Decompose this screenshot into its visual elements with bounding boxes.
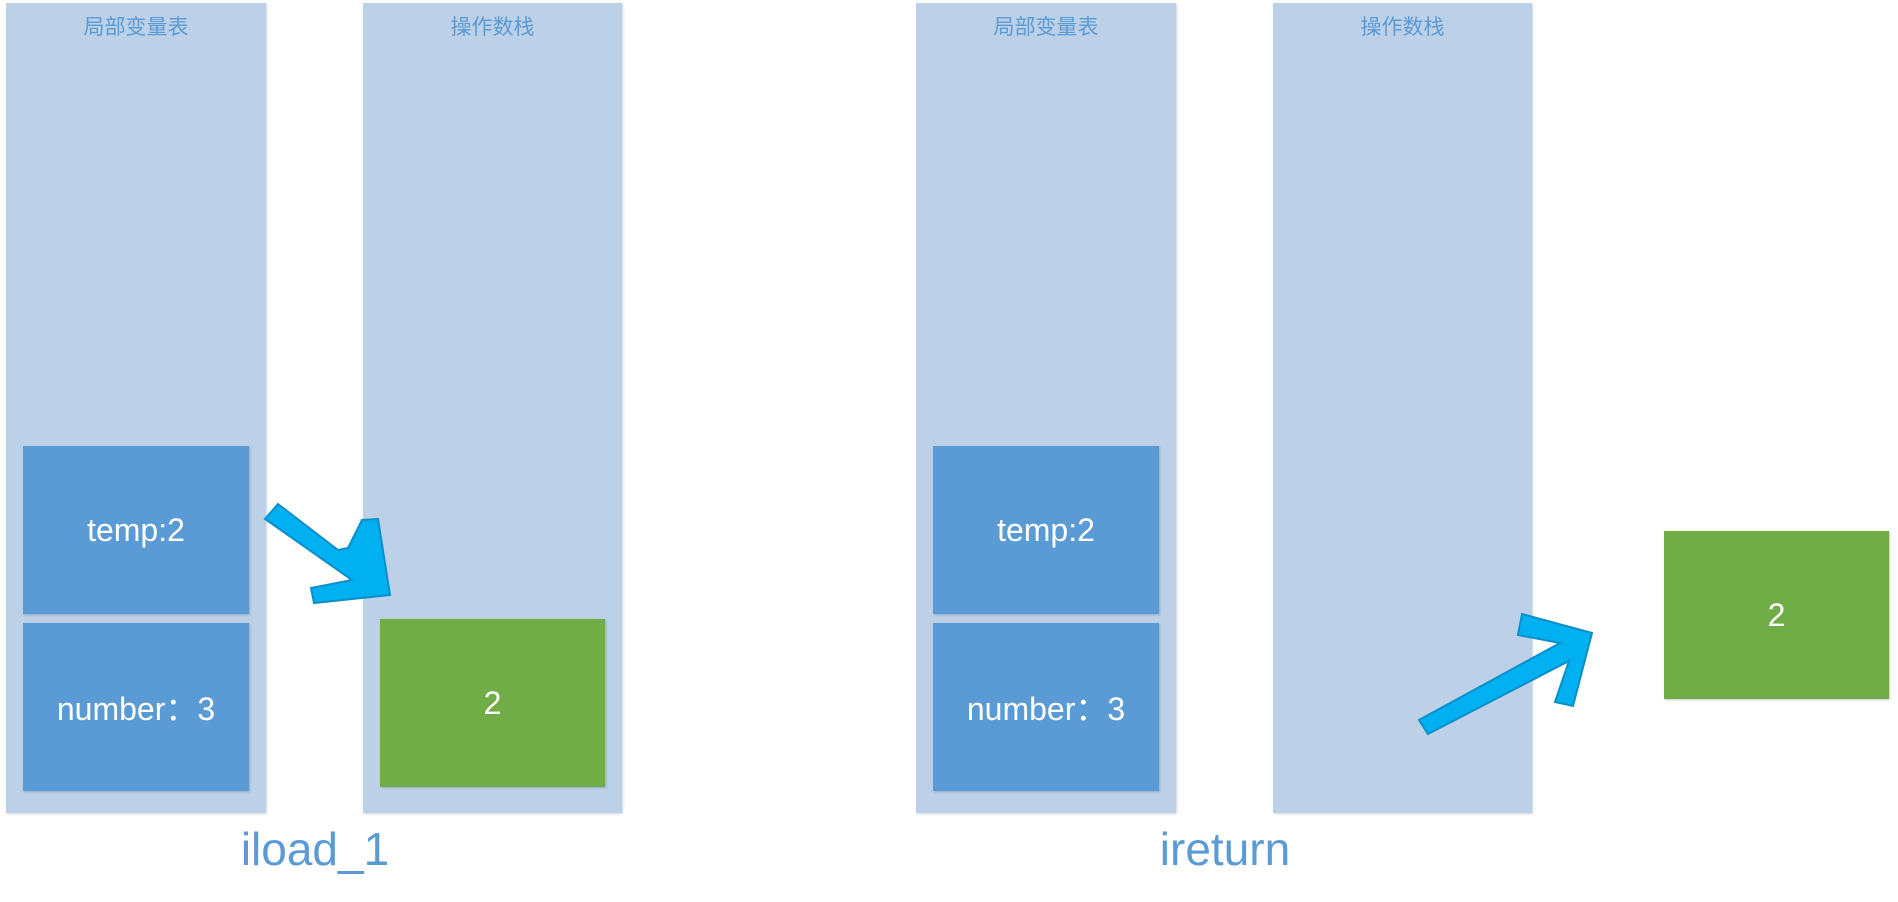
local-slot-temp-1: temp:2 <box>23 446 249 614</box>
operand-stack-2: 操作数栈 <box>1273 3 1532 813</box>
load-arrow-shape <box>263 502 392 605</box>
step-label-iload: iload_1 <box>240 823 390 875</box>
return-arrow-shape <box>1417 612 1594 736</box>
local-variable-table-title-2: 局部变量表 <box>993 15 1099 39</box>
operand-stack-title-2: 操作数栈 <box>1360 15 1445 39</box>
local-slot-number-1: number：3 <box>23 623 249 791</box>
operand-stack-value-1: 2 <box>380 619 605 787</box>
local-variable-table-title-1: 局部变量表 <box>83 15 189 39</box>
returned-value: 2 <box>1664 531 1889 699</box>
operand-stack-title-1: 操作数栈 <box>450 15 535 39</box>
step-label-ireturn: ireturn <box>1159 823 1291 875</box>
local-slot-temp-2: temp:2 <box>933 446 1159 614</box>
local-slot-number-2: number：3 <box>933 623 1159 791</box>
